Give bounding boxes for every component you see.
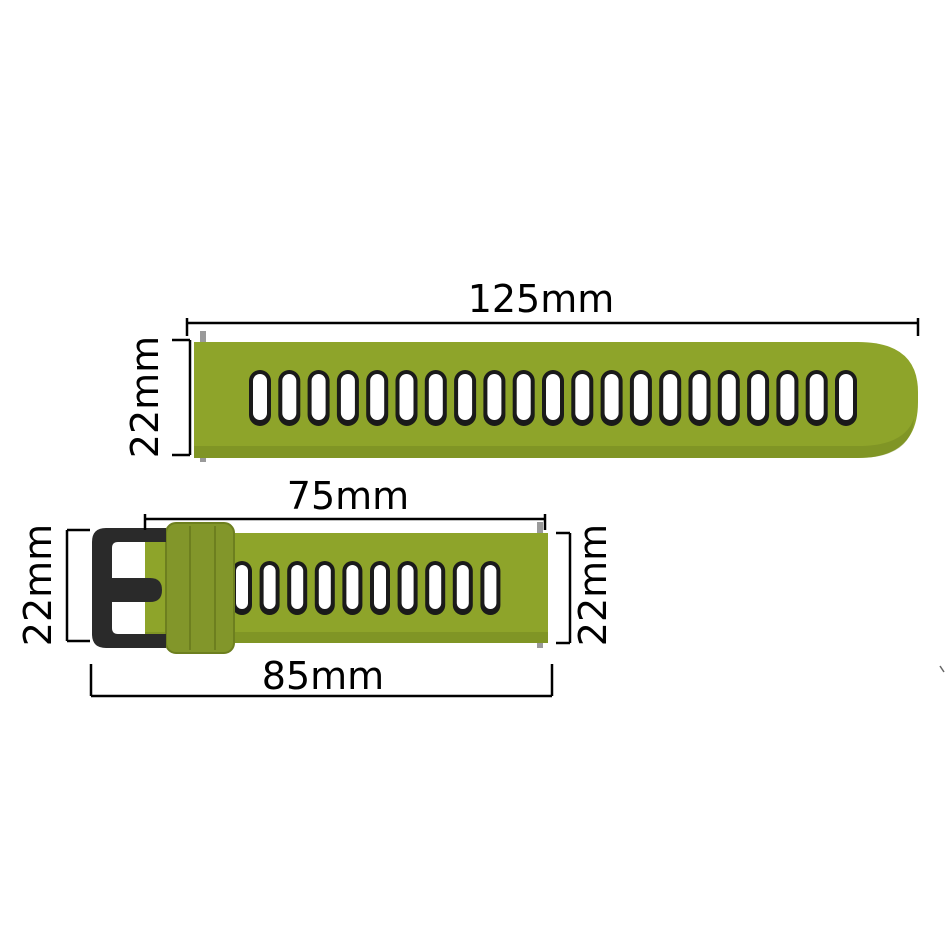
- long-strap-hole-opening: [546, 374, 560, 420]
- long-strap-hole-opening: [253, 374, 267, 420]
- short-width-left-label: 22mm: [16, 524, 60, 646]
- long-strap-hole-opening: [809, 374, 824, 420]
- long-strap-hole-opening: [633, 374, 648, 420]
- short-strap-hole-opening: [484, 565, 497, 609]
- long-strap-shade: [194, 418, 914, 458]
- short-length-label: 75mm: [287, 474, 409, 518]
- long-strap-hole-opening: [340, 374, 355, 420]
- long-strap-holes: [249, 370, 857, 426]
- short-total-dimension: 85mm: [89, 654, 554, 698]
- long-strap-hole-opening: [780, 374, 795, 420]
- long-strap-hole-opening: [663, 374, 678, 420]
- short-strap-hole-opening: [291, 565, 304, 609]
- long-strap-hole-opening: [692, 374, 707, 420]
- long-strap-pin-top: [200, 331, 206, 345]
- strap-keeper-loop: [165, 522, 235, 654]
- long-strap-hole-opening: [311, 374, 326, 420]
- long-strap-hole-opening: [428, 374, 443, 420]
- short-strap-holes: [232, 561, 501, 615]
- long-length-label: 125mm: [468, 277, 615, 321]
- short-strap: [92, 522, 548, 654]
- short-width-right-label: 22mm: [571, 524, 615, 646]
- buckle-tongue: [108, 578, 162, 602]
- short-strap-shade: [145, 632, 548, 643]
- long-strap-hole-opening: [575, 374, 590, 420]
- long-strap-hole-opening: [282, 374, 297, 420]
- long-strap-hole-opening: [370, 374, 385, 420]
- short-strap-hole-opening: [236, 565, 248, 609]
- short-total-label: 85mm: [262, 654, 384, 698]
- long-width-label: 22mm: [123, 336, 167, 458]
- short-width-right-dimension: 22mm: [556, 524, 615, 646]
- long-strap-hole-opening: [458, 374, 473, 420]
- long-strap-hole-opening: [516, 374, 531, 420]
- short-strap-hole-opening: [263, 565, 276, 609]
- long-strap-hole-opening: [839, 374, 853, 420]
- short-length-dimension: 75mm: [143, 474, 547, 530]
- short-strap-hole-opening: [318, 565, 331, 609]
- long-strap-hole-opening: [399, 374, 414, 420]
- long-strap-hole-opening: [721, 374, 736, 420]
- long-strap-hole-opening: [604, 374, 619, 420]
- long-strap-hole-opening: [751, 374, 766, 420]
- stray-mark: [939, 665, 945, 673]
- short-width-left-dimension: 22mm: [16, 524, 90, 646]
- short-strap-hole-opening: [456, 565, 469, 609]
- short-strap-hole-opening: [374, 565, 386, 609]
- short-strap-pin-top: [537, 522, 543, 536]
- buckle-frame: [92, 528, 166, 648]
- short-strap-hole-opening: [346, 565, 359, 609]
- short-strap-hole-opening: [401, 565, 414, 609]
- long-width-dimension: 22mm: [123, 336, 192, 458]
- short-strap-hole-opening: [429, 565, 442, 609]
- long-strap: [194, 331, 918, 462]
- long-strap-hole-opening: [487, 374, 502, 420]
- long-length-dimension: 125mm: [185, 277, 920, 336]
